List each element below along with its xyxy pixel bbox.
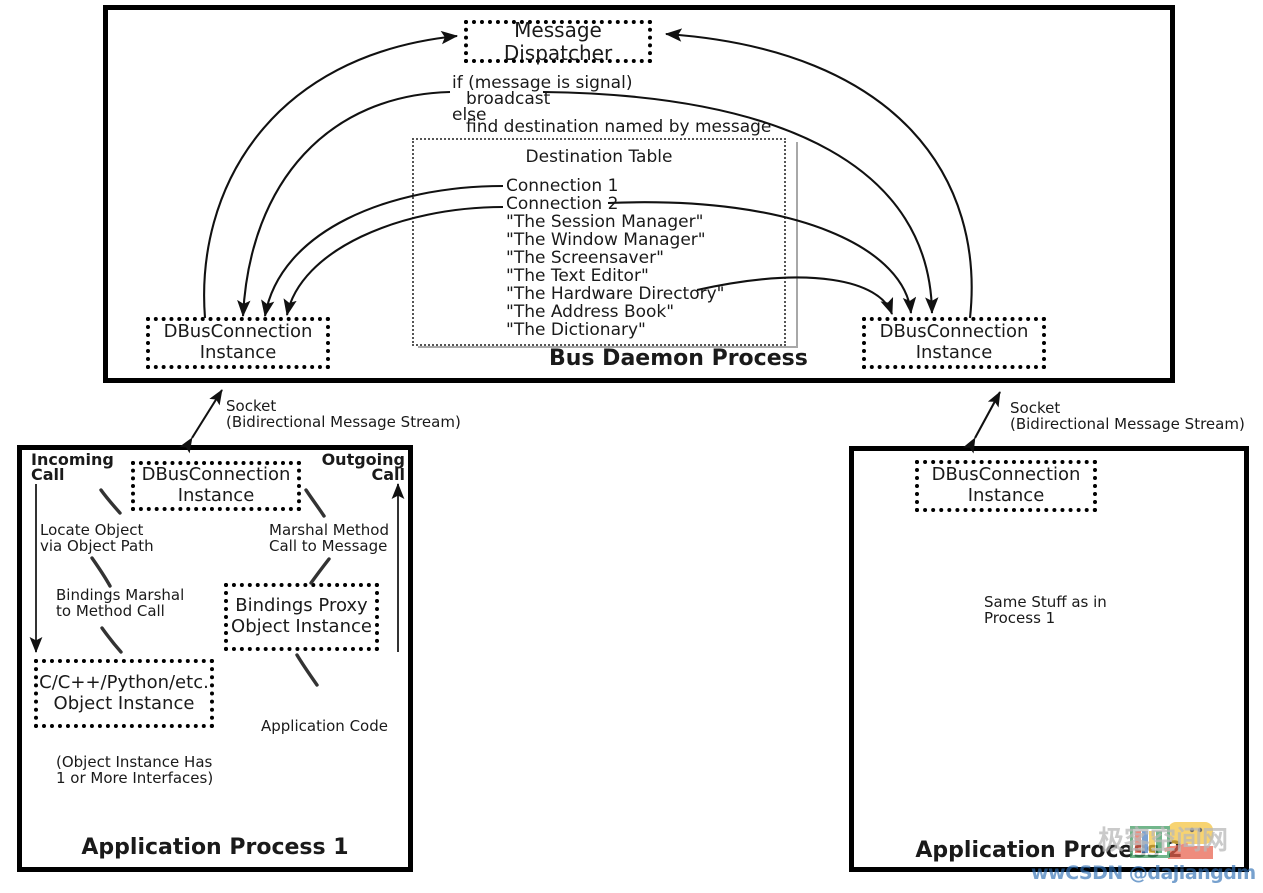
socket-right-line2: (Bidirectional Message Stream) [1010, 415, 1245, 433]
application-process-1-label: Application Process 1 [81, 835, 349, 860]
object-instance-line2: Object Instance [53, 692, 195, 714]
outgoing-call-line2: Call [371, 465, 405, 484]
bindings-proxy-line2: Object Instance [231, 616, 372, 637]
bus-daemon-connection-right-box[interactable]: DBusConnection Instance [862, 317, 1046, 369]
locate-object-line2: via Object Path [40, 537, 154, 555]
destination-entry[interactable]: "The Hardware Directory" [506, 284, 725, 304]
bindings-marshal-line1: Bindings Marshal [56, 586, 185, 604]
object-instance-label: C/C++/Python/etc. Object Instance [39, 671, 209, 714]
process1-connection-box[interactable]: DBusConnection Instance [131, 461, 301, 511]
destination-entry[interactable]: "The Session Manager" [506, 212, 704, 232]
socket-right-line1: Socket [1010, 399, 1061, 417]
bindings-proxy-label: Bindings Proxy Object Instance [231, 595, 372, 637]
pseudocode-if: if (message is signal) [452, 73, 633, 93]
connection-left-line1: DBusConnection [163, 321, 313, 343]
destination-table-entries: Connection 1 Connection 2 "The Session M… [506, 177, 725, 339]
object-instance-box[interactable]: C/C++/Python/etc. Object Instance [34, 659, 214, 728]
same-stuff-line1: Same Stuff as in [984, 593, 1107, 611]
locate-object-line1: Locate Object [40, 521, 144, 539]
watermark-site-text: wwCSDN @dajiangdm [1031, 862, 1256, 884]
process2-connection-label: DBusConnection Instance [931, 464, 1081, 506]
destination-table-shadow-right [796, 142, 798, 348]
socket-left-line2: (Bidirectional Message Stream) [226, 413, 461, 431]
pseudocode-else: else [452, 105, 487, 125]
interfaces-note-line2: 1 or More Interfaces) [56, 769, 214, 787]
outgoing-call-line1: Outgoing [321, 450, 405, 469]
process1-connection-label: DBusConnection Instance [141, 464, 291, 506]
bus-daemon-process-frame [103, 5, 1175, 383]
destination-entry[interactable]: "The Text Editor" [506, 266, 649, 286]
bus-daemon-connection-left-box[interactable]: DBusConnection Instance [146, 317, 330, 369]
process2-connection-line1: DBusConnection [931, 464, 1081, 486]
marshal-method-line1: Marshal Method [269, 521, 390, 539]
process1-connection-line2: Instance [177, 485, 255, 506]
connection-right-line2: Instance [915, 342, 993, 363]
destination-entry[interactable]: "The Screensaver" [506, 248, 664, 268]
application-process-2-frame [849, 446, 1249, 872]
socket-left-line1: Socket [226, 397, 277, 415]
connection-left-line2: Instance [199, 342, 277, 363]
message-dispatcher-label: Message Dispatcher [503, 17, 613, 65]
destination-entry[interactable]: "The Window Manager" [506, 230, 706, 250]
destination-entry[interactable]: "The Dictionary" [506, 320, 646, 340]
destination-entry[interactable]: Connection 1 [506, 176, 619, 196]
process2-connection-box[interactable]: DBusConnection Instance [915, 460, 1097, 512]
incoming-call-line1: Incoming [31, 450, 114, 469]
pseudocode-find-destination: find destination named by message [466, 117, 772, 137]
application-code-label: Application Code [261, 717, 388, 735]
bindings-proxy-line1: Bindings Proxy [235, 595, 368, 617]
marshal-method-line2: Call to Message [269, 537, 388, 555]
message-dispatcher-box[interactable]: Message Dispatcher [464, 17, 652, 65]
destination-entry[interactable]: Connection 2 [506, 194, 619, 214]
destination-table-title: Destination Table [525, 147, 673, 167]
interfaces-note-line1: (Object Instance Has [56, 753, 213, 771]
destination-entry[interactable]: "The Address Book" [506, 302, 675, 322]
pseudocode-broadcast: broadcast [466, 89, 551, 109]
destination-table-shadow-bottom [418, 346, 798, 348]
bus-daemon-process-label: Bus Daemon Process [549, 346, 808, 371]
process1-connection-line1: DBusConnection [141, 464, 291, 486]
incoming-call-line2: Call [31, 465, 65, 484]
same-stuff-line2: Process 1 [984, 609, 1056, 627]
bindings-proxy-box[interactable]: Bindings Proxy Object Instance [224, 583, 379, 651]
bus-daemon-connection-right-label: DBusConnection Instance [879, 321, 1029, 363]
process2-connection-line2: Instance [967, 485, 1045, 506]
socket-arrow-left [179, 389, 223, 454]
object-instance-line1: C/C++/Python/etc. [39, 671, 209, 693]
watermark-cn-text: 极客空间网 [1098, 826, 1229, 856]
bus-daemon-connection-left-label: DBusConnection Instance [163, 321, 313, 363]
socket-arrow-right [962, 391, 1001, 454]
connection-right-line1: DBusConnection [879, 321, 1029, 343]
bindings-marshal-line2: to Method Call [56, 602, 165, 620]
